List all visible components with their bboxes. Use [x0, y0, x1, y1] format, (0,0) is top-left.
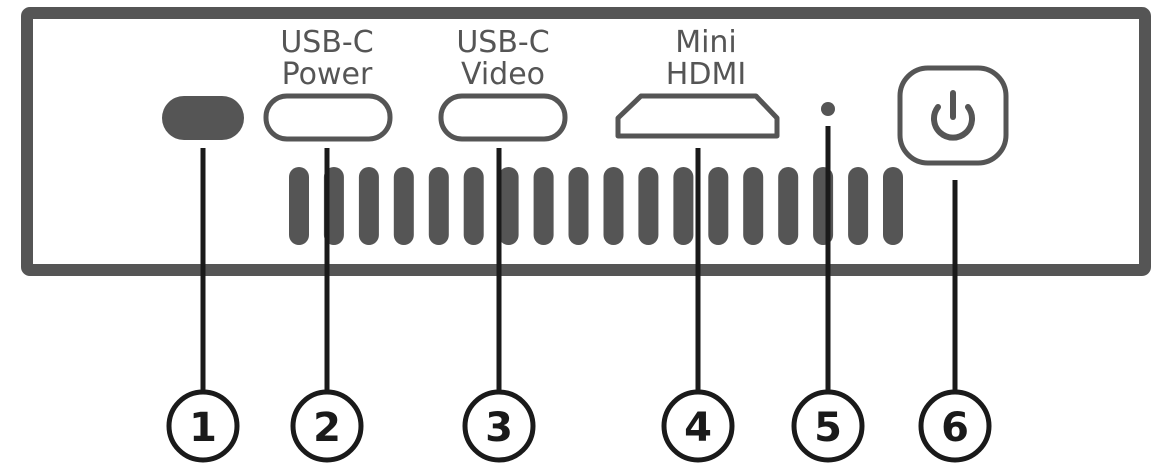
usb-c-video-port-icon	[438, 93, 568, 142]
usb-c-power-port-icon	[263, 93, 393, 142]
mini-hdmi-port-icon	[615, 93, 780, 139]
vent-slot	[673, 167, 694, 245]
device-panel	[21, 7, 1151, 276]
usb-c-power-label-line1: USB-C	[280, 25, 373, 60]
vent-slot	[289, 167, 309, 245]
usb-c-video-label-line1: USB-C	[456, 25, 549, 60]
callout-6: 6	[918, 389, 992, 463]
power-button[interactable]	[897, 65, 1009, 166]
vent-slot	[778, 167, 799, 245]
vent-slot	[393, 167, 414, 245]
vent-slot	[498, 167, 519, 245]
vent-slot	[533, 167, 554, 245]
callout-1: 1	[166, 389, 240, 463]
vent-slot	[603, 167, 624, 245]
callout-number: 5	[814, 405, 842, 451]
power-button-frame	[897, 65, 1009, 166]
vent-slot	[638, 167, 659, 245]
vent-slot	[428, 167, 449, 245]
led-indicator-icon	[821, 102, 835, 116]
usb-c-video-label-line2: Video	[461, 57, 545, 92]
callout-4: 4	[661, 389, 735, 463]
callout-circle	[166, 389, 240, 463]
callout-circle	[791, 389, 865, 463]
ir-sensor-icon	[162, 96, 244, 140]
leader-lines	[200, 126, 958, 392]
callout-number: 3	[485, 405, 513, 451]
callout-circle	[661, 389, 735, 463]
vent-slot	[358, 167, 379, 245]
callout-3: 3	[462, 389, 536, 463]
callout-number: 4	[684, 405, 712, 451]
callout-number: 2	[313, 405, 341, 451]
callout-5: 5	[791, 389, 865, 463]
vent-slot	[883, 167, 903, 245]
power-icon	[931, 104, 975, 141]
vent-slot	[848, 167, 869, 245]
callout-circle	[290, 389, 364, 463]
callout-circle	[462, 389, 536, 463]
mini-hdmi-label-line2: HDMI	[666, 57, 746, 92]
callout-number: 6	[941, 405, 969, 451]
callout-number: 1	[189, 405, 217, 451]
usb-c-power-label-line2: Power	[282, 57, 373, 92]
vent-slot	[743, 167, 764, 245]
callout-circle	[918, 389, 992, 463]
callout-2: 2	[290, 389, 364, 463]
vent-slot	[568, 167, 589, 245]
ventilation-grille	[289, 167, 903, 245]
vent-slot	[708, 167, 729, 245]
vent-slot	[463, 167, 484, 245]
mini-hdmi-label-line1: Mini	[675, 25, 737, 60]
